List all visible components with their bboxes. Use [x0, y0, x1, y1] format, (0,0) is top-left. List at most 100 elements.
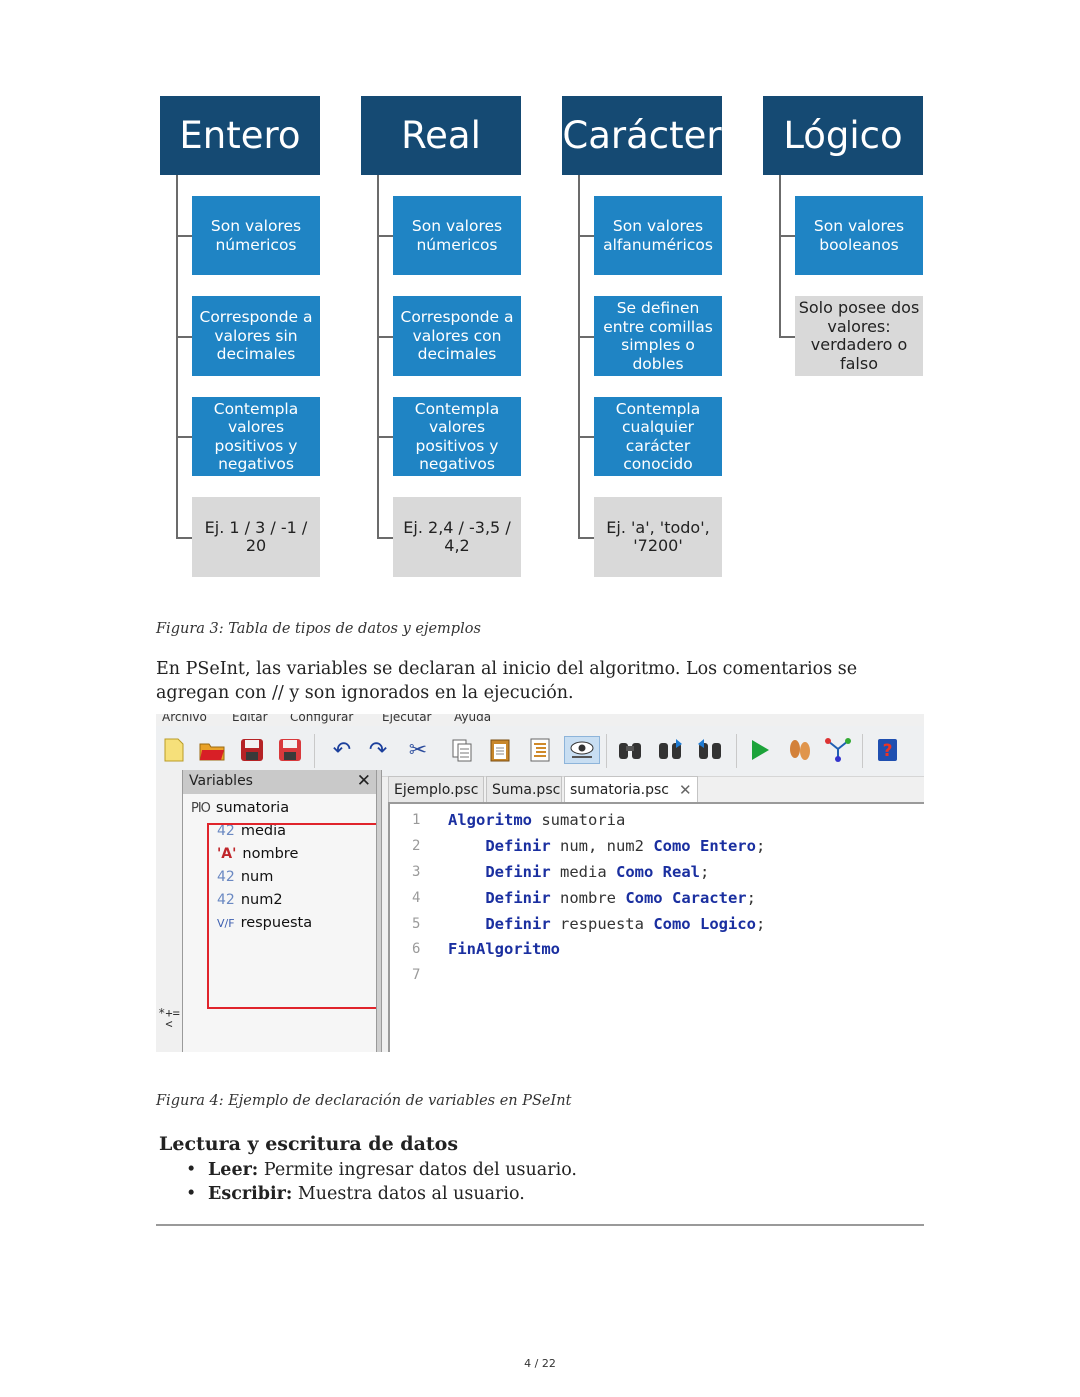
highlight-box: [207, 823, 379, 1009]
page-number: 4 / 22: [524, 1357, 556, 1370]
figure-4-caption: Figura 4: Ejemplo de declaración de vari…: [156, 1093, 572, 1109]
description-box: Corresponde a valores sin decimales: [192, 296, 320, 376]
description-box: Se definen entre comillas simples o dobl…: [594, 296, 722, 376]
variable-item[interactable]: 42 num: [217, 869, 274, 885]
close-icon[interactable]: ✕: [356, 771, 371, 791]
code-line: Algoritmo sumatoria: [448, 811, 626, 829]
description-box: Son valores númericos: [192, 196, 320, 275]
operators-strip[interactable]: *+=<: [158, 1006, 180, 1031]
integer-type-icon: 42: [217, 869, 235, 885]
connector-line: [779, 175, 781, 337]
tab-sumatoria[interactable]: sumatoria.psc ✕: [564, 776, 698, 802]
close-tab-icon[interactable]: ✕: [679, 780, 692, 799]
character-type-icon: 'A': [217, 846, 237, 862]
menu-bar: Archivo Editar Configurar Ejecutar Ayuda: [156, 714, 924, 726]
column-caracter: Carácter Son valores alfanuméricos Se de…: [562, 96, 724, 578]
variable-item[interactable]: 'A' nombre: [217, 846, 299, 862]
integer-type-icon: 42: [217, 892, 235, 908]
line-number: 2: [412, 838, 421, 854]
example-box: Solo posee dos valores: verdadero o fals…: [795, 296, 923, 376]
variable-tree-root[interactable]: PIO sumatoria: [191, 800, 290, 816]
pseint-screenshot: Archivo Editar Configurar Ejecutar Ayuda…: [156, 714, 924, 1052]
redo-icon[interactable]: ↷: [368, 737, 388, 763]
example-box: Ej. 'a', 'todo', '7200': [594, 497, 722, 577]
indent-icon[interactable]: [526, 736, 554, 764]
algorithm-icon: PIO: [191, 800, 211, 816]
svg-text:?: ?: [883, 741, 893, 761]
variable-item[interactable]: 42 media: [217, 823, 286, 839]
section-title: Lectura y escritura de datos: [159, 1133, 459, 1155]
description-box: Son valores booleanos: [795, 196, 923, 275]
code-line: FinAlgoritmo: [448, 940, 560, 958]
menu-item[interactable]: Configurar: [290, 714, 354, 724]
column-title: Real: [361, 96, 521, 175]
column-title: Carácter: [562, 96, 722, 175]
connector-line: [377, 175, 379, 538]
line-number: 1: [412, 812, 421, 828]
connector-line: [578, 175, 580, 538]
step-by-step-icon[interactable]: [786, 736, 814, 764]
undo-icon[interactable]: ↶: [332, 737, 352, 763]
column-entero: Entero Son valores númericos Corresponde…: [160, 96, 322, 578]
tab-suma[interactable]: Suma.psc: [486, 776, 562, 802]
column-title: Lógico: [763, 96, 923, 175]
watch-variables-icon[interactable]: [564, 736, 600, 764]
save-as-icon[interactable]: [276, 736, 304, 764]
flowchart-icon[interactable]: [824, 736, 852, 764]
cut-icon[interactable]: ✂: [408, 737, 428, 763]
description-box: Contempla valores positivos y negativos: [393, 397, 521, 476]
horizontal-rule: [156, 1224, 924, 1226]
figure-3-caption: Figura 3: Tabla de tipos de datos y ejem…: [156, 621, 481, 637]
find-next-icon[interactable]: [656, 736, 684, 764]
bullet-icon: •: [186, 1160, 197, 1180]
menu-item[interactable]: Editar: [232, 714, 268, 724]
menu-item[interactable]: Ayuda: [454, 714, 492, 724]
column-real: Real Son valores númericos Corresponde a…: [361, 96, 523, 578]
column-title: Entero: [160, 96, 320, 175]
logical-type-icon: V/F: [217, 916, 235, 930]
code-line: Definir media Como Real;: [485, 863, 710, 881]
code-line: Definir num, num2 Como Entero;: [485, 837, 766, 855]
save-icon[interactable]: [238, 736, 266, 764]
description-box: Corresponde a valores con decimales: [393, 296, 521, 376]
variables-panel: Variables ✕ PIO sumatoria 42 media 'A' n…: [182, 770, 379, 1052]
description-box: Son valores alfanuméricos: [594, 196, 722, 275]
copy-icon[interactable]: [448, 736, 476, 764]
variables-panel-title: Variables: [189, 773, 253, 789]
integer-type-icon: 42: [217, 823, 235, 839]
variables-panel-header: Variables ✕: [183, 770, 377, 794]
bullet-icon: •: [186, 1184, 197, 1204]
line-number: 7: [412, 967, 421, 983]
code-line: Definir nombre Como Caracter;: [485, 889, 756, 907]
description-box: Contempla valores positivos y negativos: [192, 397, 320, 476]
menu-item[interactable]: Archivo: [162, 714, 207, 724]
panel-splitter[interactable]: [376, 770, 382, 1052]
line-number: 3: [412, 864, 421, 880]
menu-item[interactable]: Ejecutar: [382, 714, 432, 724]
column-logico: Lógico Son valores booleanos Solo posee …: [763, 96, 925, 578]
find-icon[interactable]: [616, 736, 644, 764]
open-folder-icon[interactable]: [198, 736, 226, 764]
example-box: Ej. 2,4 / -3,5 / 4,2: [393, 497, 521, 577]
list-item: •Leer: Permite ingresar datos del usuari…: [186, 1160, 577, 1180]
find-previous-icon[interactable]: [696, 736, 724, 764]
paste-icon[interactable]: [486, 736, 514, 764]
code-editor[interactable]: 1 2 3 4 5 6 7 Algoritmo sumatoria Defini…: [388, 802, 924, 1052]
connector-line: [176, 175, 178, 538]
side-toolbar: *+=<: [156, 770, 182, 1052]
tab-ejemplo[interactable]: Ejemplo.psc: [388, 776, 484, 802]
line-number: 5: [412, 916, 421, 932]
run-icon[interactable]: [746, 736, 774, 764]
list-item: •Escribir: Muestra datos al usuario.: [186, 1184, 525, 1204]
code-line: Definir respuesta Como Logico;: [485, 915, 766, 933]
help-icon[interactable]: ?: [874, 736, 902, 764]
description-box: Son valores númericos: [393, 196, 521, 275]
variable-item[interactable]: 42 num2: [217, 892, 283, 908]
line-number: 4: [412, 890, 421, 906]
description-box: Contempla cualquier carácter conocido: [594, 397, 722, 476]
variable-item[interactable]: V/F respuesta: [217, 915, 313, 931]
line-number: 6: [412, 941, 421, 957]
new-file-icon[interactable]: [160, 736, 188, 764]
intro-paragraph: En PSeInt, las variables se declaran al …: [156, 659, 858, 703]
example-box: Ej. 1 / 3 / -1 / 20: [192, 497, 320, 577]
